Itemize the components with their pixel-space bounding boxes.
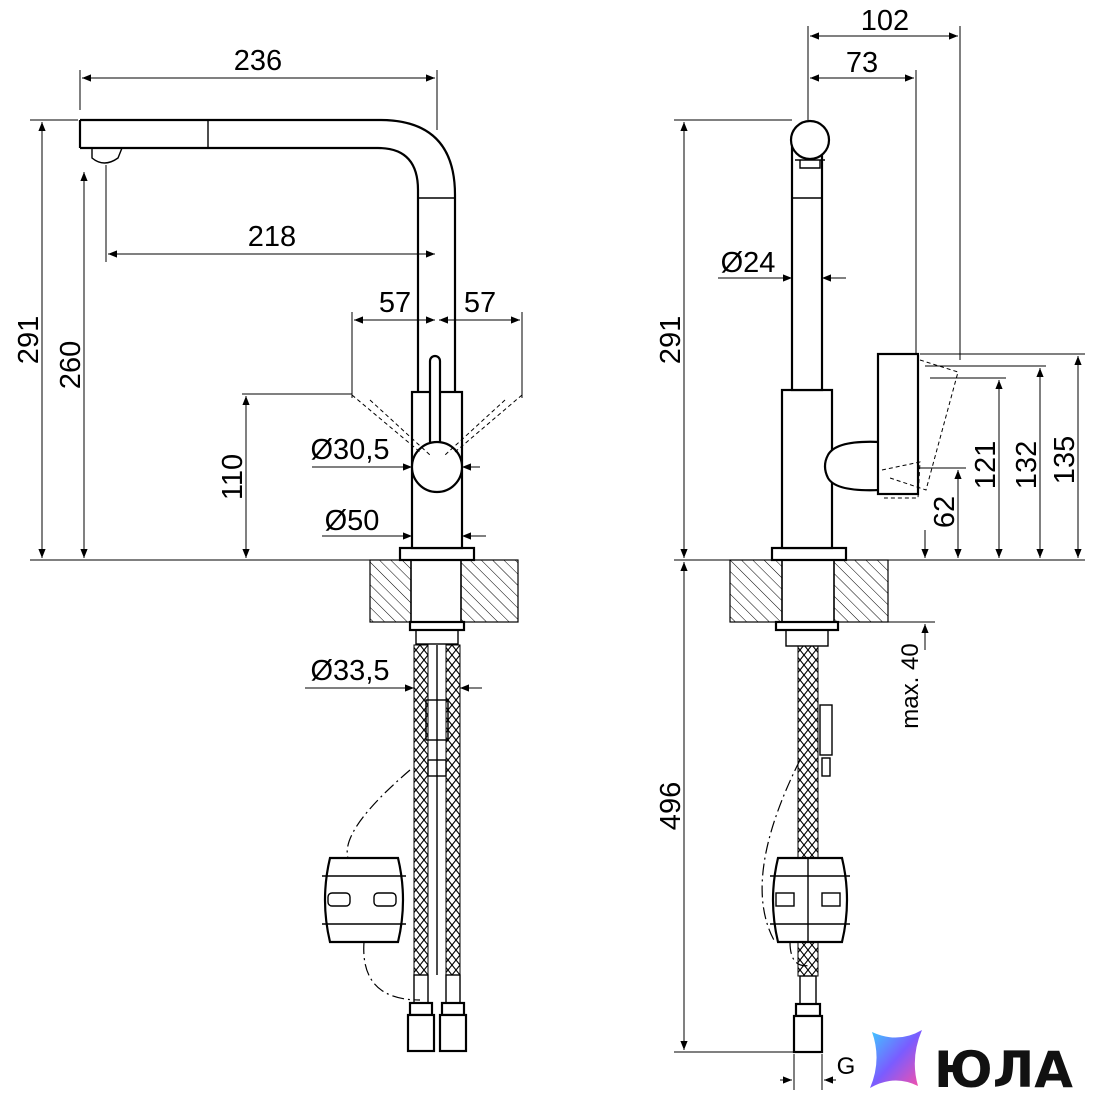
dim-base-diameter: Ø50 — [325, 505, 380, 537]
yula-logo-text: ЮЛА — [934, 1041, 1073, 1094]
dim-lever-right: 57 — [464, 287, 496, 319]
dim-lever-left: 57 — [379, 287, 411, 319]
dim-h135: 135 — [1049, 436, 1081, 484]
dim-h62: 62 — [929, 496, 961, 528]
spout-left — [80, 118, 457, 392]
counterweight-left — [323, 856, 405, 944]
dim-spout-reach: 218 — [248, 221, 296, 253]
dim-h132: 132 — [1011, 441, 1043, 489]
dim-hose-length: 496 — [655, 782, 687, 830]
yula-logo-icon — [870, 1030, 922, 1088]
dim-h121: 121 — [970, 441, 1002, 489]
lever-knob-left — [410, 440, 464, 494]
lever-left — [428, 354, 442, 448]
dim-depth-lever: 73 — [846, 47, 878, 79]
lever-right — [823, 440, 882, 492]
dim-height-total-right: 291 — [655, 316, 687, 364]
dim-height-total: 291 — [13, 316, 45, 364]
dim-max-counter: max. 40 — [897, 643, 924, 728]
counterweight-right — [771, 856, 849, 944]
dim-depth-total: 102 — [861, 5, 909, 37]
dim-lever-height: 110 — [217, 454, 249, 500]
dim-spout-height: 260 — [55, 341, 87, 389]
side-view: 102 73 Ø24 291 135 132 121 62 max. 40 49… — [655, 5, 1085, 1090]
front-view: 236 218 57 57 291 260 110 Ø30,5 Ø50 Ø33,… — [13, 45, 523, 1053]
dim-width-total: 236 — [234, 45, 282, 77]
dim-thread: G — [837, 1053, 856, 1080]
yula-logo: ЮЛА — [870, 1030, 1073, 1094]
dim-lever-diameter: Ø30,5 — [311, 434, 390, 466]
dim-spout-diameter: Ø24 — [721, 247, 776, 279]
dim-shank-diameter: Ø33,5 — [311, 655, 390, 687]
spout-right — [790, 138, 824, 392]
